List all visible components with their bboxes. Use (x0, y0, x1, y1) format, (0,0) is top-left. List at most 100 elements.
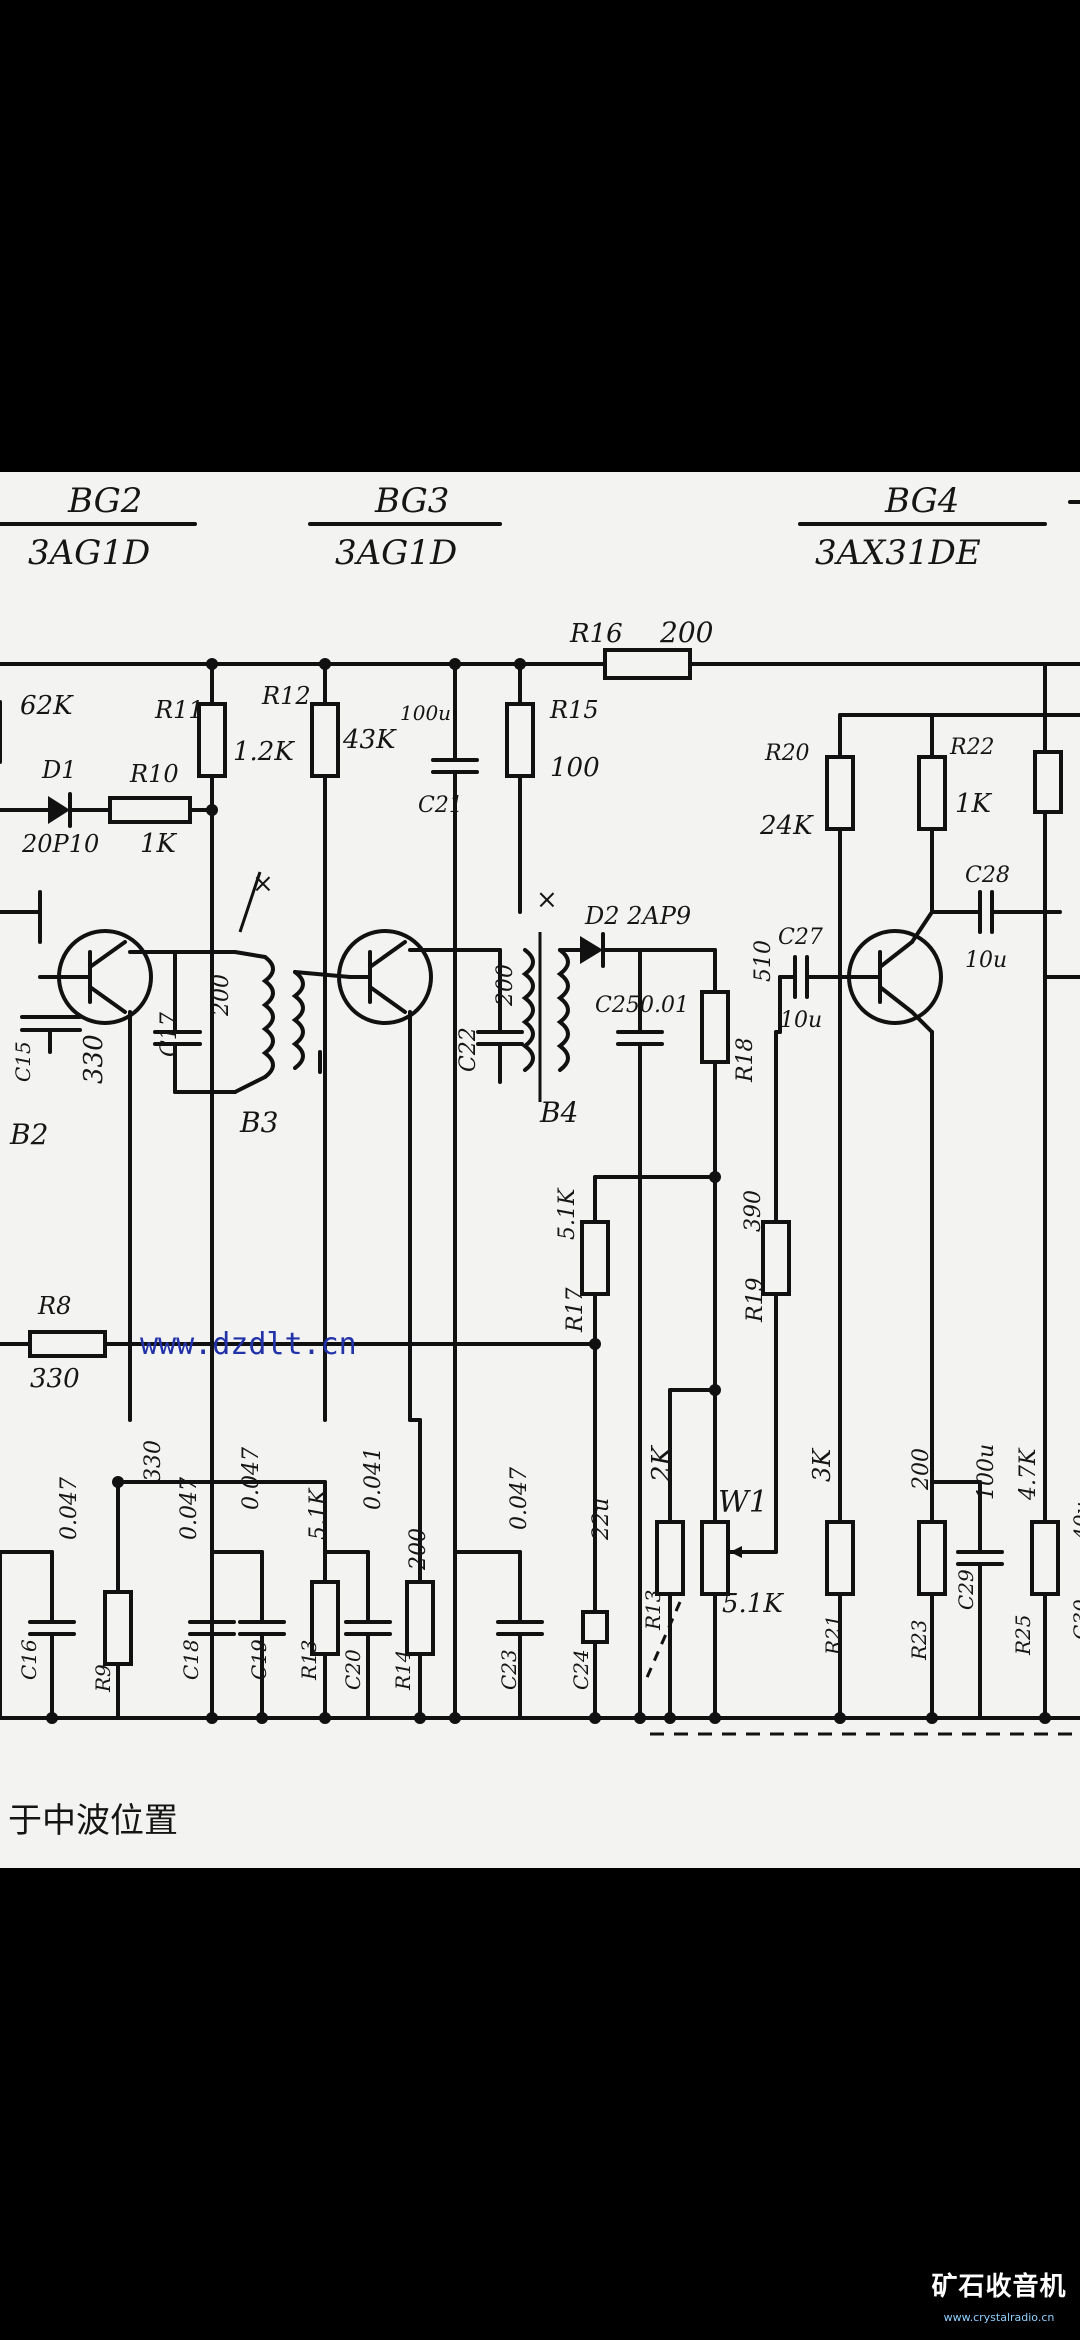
circuit-schematic: BG2 3AG1D BG3 3AG1D BG4 3AX31DE R16 (0, 481, 1080, 1841)
svg-text:62K: 62K (20, 691, 74, 721)
svg-text:5.1K: 5.1K (555, 1187, 580, 1240)
svg-text:R25: R25 (1011, 1614, 1035, 1656)
upper-components: 62K R11 1.2K R12 43K C21 100u (0, 662, 600, 1720)
svg-text:R10: R10 (129, 760, 179, 788)
schematic-caption: 于中波位置 (8, 1801, 178, 1841)
svg-text:D1: D1 (41, 756, 77, 784)
bg3-stage (337, 929, 502, 1422)
svg-text:200: 200 (659, 616, 713, 649)
svg-text:10u: 10u (965, 948, 1007, 973)
svg-text:200: 200 (209, 974, 234, 1017)
header-bg3: BG3 3AG1D (308, 481, 502, 573)
svg-text:510: 510 (751, 940, 776, 982)
svg-text:C22: C22 (456, 1027, 481, 1072)
svg-text:R13: R13 (641, 1589, 665, 1631)
svg-text:C25: C25 (595, 993, 640, 1018)
svg-text:C18: C18 (179, 1639, 203, 1680)
svg-text:0.047: 0.047 (239, 1447, 264, 1510)
schematic-scan: BG2 3AG1D BG3 3AG1D BG4 3AX31DE R16 (0, 472, 1080, 1868)
svg-text:C19: C19 (247, 1639, 271, 1680)
svg-text:R9: R9 (91, 1664, 115, 1693)
svg-text:330: 330 (30, 1364, 80, 1394)
bg4-stage: R20 24K R22 1K C28 10u (759, 713, 1080, 1720)
svg-text:20P10: 20P10 (21, 830, 99, 858)
svg-text:R14: R14 (391, 1649, 415, 1691)
svg-text:C30: C30 (1069, 1599, 1080, 1640)
svg-text:100: 100 (550, 753, 600, 783)
svg-text:390: 390 (741, 1190, 766, 1232)
svg-text:10u: 10u (780, 1008, 822, 1033)
svg-text:3K: 3K (808, 1447, 836, 1482)
svg-text:R8: R8 (37, 1292, 71, 1320)
svg-text:C17: C17 (157, 1012, 182, 1057)
svg-text:200: 200 (909, 1448, 934, 1491)
site-logo: 矿石收音机 www.crystalradio.cn (924, 2270, 1074, 2334)
svg-text:3AG1D: 3AG1D (335, 533, 457, 573)
svg-text:W1: W1 (718, 1485, 768, 1520)
svg-text:2K: 2K (647, 1444, 677, 1483)
svg-text:200: 200 (493, 964, 518, 1007)
svg-text:1K: 1K (955, 789, 993, 819)
ground-rail (0, 658, 1080, 1724)
svg-text:C28: C28 (965, 863, 1010, 888)
lower-components: C16 0.047 R9 330 C18 0.047 C19 (0, 1418, 1080, 1720)
svg-text:330: 330 (141, 1440, 166, 1482)
svg-text:BG4: BG4 (884, 481, 959, 521)
svg-text:5.1K: 5.1K (722, 1589, 784, 1619)
svg-text:330: 330 (79, 1034, 109, 1084)
svg-text:24K: 24K (759, 811, 814, 841)
svg-text:×: × (252, 869, 274, 899)
bg2-stage: C15 330 B2 (0, 890, 177, 1422)
top-rail: R16 200 (0, 616, 1080, 717)
svg-text:22u: 22u (589, 1498, 614, 1541)
svg-text:C24: C24 (569, 1649, 593, 1690)
svg-text:0.047: 0.047 (177, 1477, 202, 1540)
svg-text:B3: B3 (239, 1106, 278, 1139)
svg-text:4.7K: 4.7K (1016, 1447, 1041, 1501)
svg-text:R19: R19 (743, 1277, 768, 1323)
svg-text:1.2K: 1.2K (233, 737, 295, 767)
svg-text:5.1K: 5.1K (306, 1487, 331, 1540)
r8-row: R8 330 www.dzdlt.cn (0, 1292, 601, 1394)
svg-text:C21: C21 (418, 793, 463, 818)
svg-text:0.047: 0.047 (507, 1467, 532, 1530)
svg-text:BG3: BG3 (374, 481, 449, 521)
svg-text:R16: R16 (569, 619, 623, 649)
svg-text:C15: C15 (11, 1041, 35, 1082)
svg-text:R11: R11 (154, 696, 204, 724)
svg-text:3AX31DE: 3AX31DE (815, 533, 981, 573)
header-bg2: BG2 3AG1D (0, 481, 197, 573)
svg-text:D2 2AP9: D2 2AP9 (584, 902, 691, 930)
b3-tank: × C17 200 B3 (153, 869, 352, 1139)
svg-text:R22: R22 (949, 735, 995, 760)
svg-text:43K: 43K (342, 725, 397, 755)
svg-text:3AG1D: 3AG1D (28, 533, 150, 573)
svg-text:C27: C27 (778, 925, 823, 950)
svg-text:B4: B4 (539, 1096, 578, 1129)
svg-text:C20: C20 (341, 1649, 365, 1690)
svg-text:R13: R13 (297, 1639, 321, 1681)
svg-text:B2: B2 (9, 1118, 48, 1151)
svg-text:0.047: 0.047 (57, 1477, 82, 1540)
detector-network: 5.1K R17 390 R19 2K R13 W1 5.1K (555, 1030, 1080, 1736)
svg-text:200: 200 (406, 1528, 431, 1571)
svg-text:R21: R21 (821, 1614, 845, 1656)
svg-text:C29: C29 (954, 1569, 978, 1610)
svg-text:0.041: 0.041 (361, 1447, 386, 1510)
svg-text:R12: R12 (261, 682, 311, 710)
svg-text:R17: R17 (563, 1287, 588, 1333)
svg-text:R15: R15 (549, 696, 599, 724)
svg-text:100u: 100u (400, 701, 451, 725)
svg-text:C23: C23 (497, 1649, 521, 1690)
logo-url: www.crystalradio.cn (943, 2311, 1055, 2324)
svg-text:C16: C16 (17, 1639, 41, 1680)
svg-text:R20: R20 (764, 741, 810, 766)
svg-text:1K: 1K (140, 829, 178, 859)
svg-text:R23: R23 (907, 1619, 931, 1661)
svg-text:BG2: BG2 (67, 481, 142, 521)
svg-text:×: × (536, 885, 558, 915)
svg-text:0.01: 0.01 (640, 993, 689, 1018)
svg-text:100u: 100u (974, 1444, 999, 1500)
watermark: www.dzdlt.cn (140, 1327, 357, 1362)
